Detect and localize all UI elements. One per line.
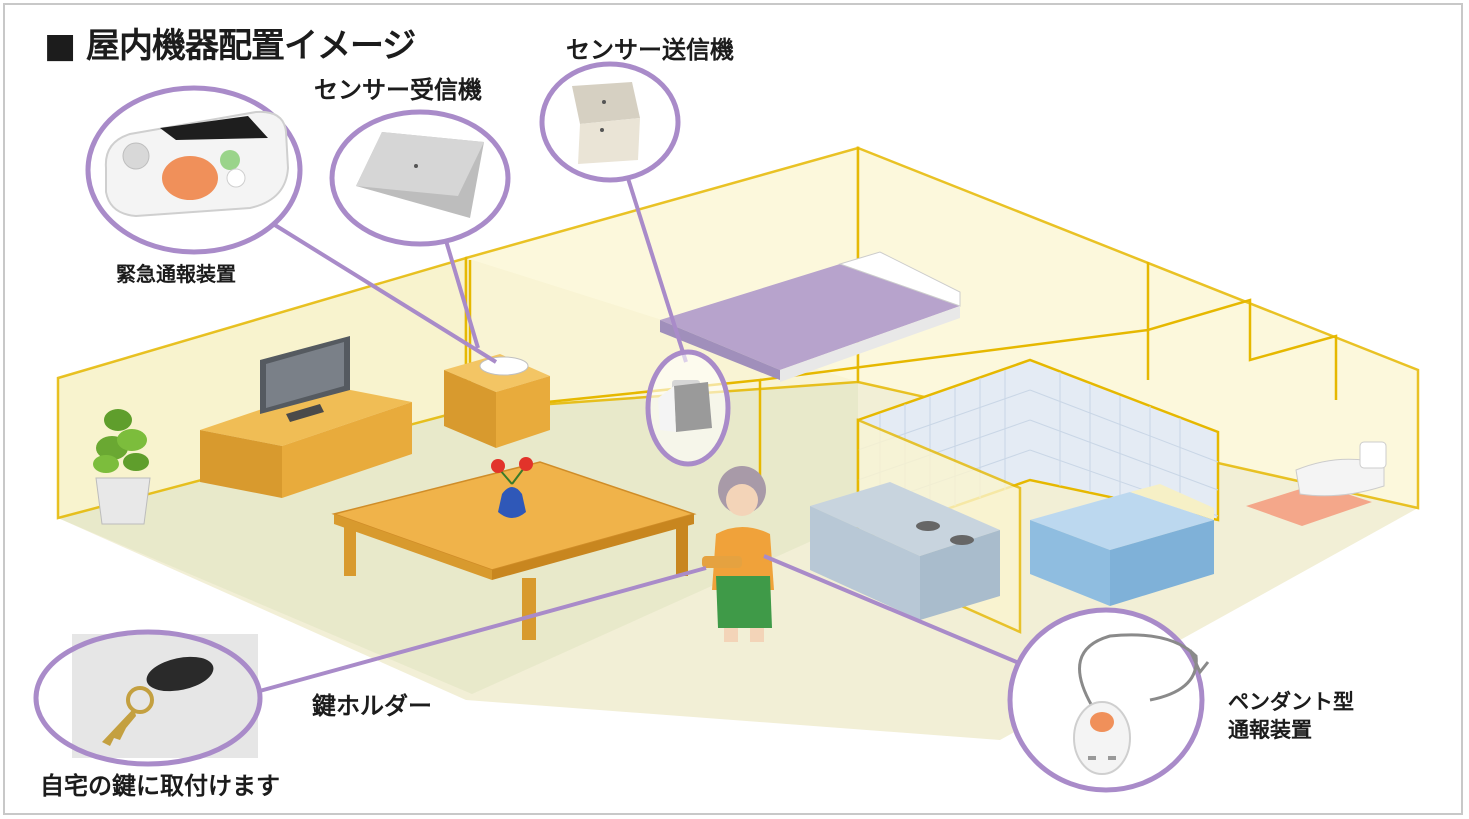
emergency-device-icon: [104, 110, 290, 218]
partition-lines: [1146, 262, 1338, 400]
pendant-label-line1: ペンダント型: [1228, 690, 1354, 714]
attach-note-label: 自宅の鍵に取付けます: [40, 772, 280, 800]
callout-lines: [255, 171, 1027, 694]
bed-icon: [660, 251, 961, 382]
sensor-transmitter-icon: [572, 82, 640, 164]
sensor-transmitter-callout: [539, 61, 681, 183]
key-holder-callout: [33, 629, 263, 767]
side-cabinet: [444, 354, 550, 448]
key-holder-label: 鍵ホルダー: [312, 692, 432, 720]
kitchen-icon: [810, 482, 1000, 620]
emergency-device-small-icon: [479, 356, 529, 376]
bathtub-icon: [1030, 484, 1214, 606]
page-title: ■ 屋内機器配置イメージ: [44, 26, 416, 66]
room-divider: [759, 328, 1150, 382]
pendant-icon: [1073, 633, 1210, 775]
pendant-label-line2: 通報装置: [1228, 718, 1312, 742]
bedroom-partition: [468, 260, 762, 500]
plant-icon: [93, 409, 151, 525]
tv-icon: [260, 336, 350, 422]
sensor-receiver-callout: [329, 109, 511, 247]
elderly-person-icon: [702, 466, 774, 642]
sensor-receiver-label: センサー受信機: [314, 76, 482, 104]
vase-icon: [491, 457, 533, 518]
sensor-receiver-icon: [356, 132, 484, 218]
pendant-callout: [1007, 607, 1210, 793]
sensor-transmitter-label: センサー送信機: [566, 36, 734, 64]
emergency-device-label: 緊急通報装置: [116, 262, 236, 286]
bedroom-sensor-callout: [645, 349, 731, 467]
toilet-icon: [1246, 441, 1387, 526]
emergency-device-callout: [85, 85, 303, 255]
key-icon: [102, 656, 214, 746]
